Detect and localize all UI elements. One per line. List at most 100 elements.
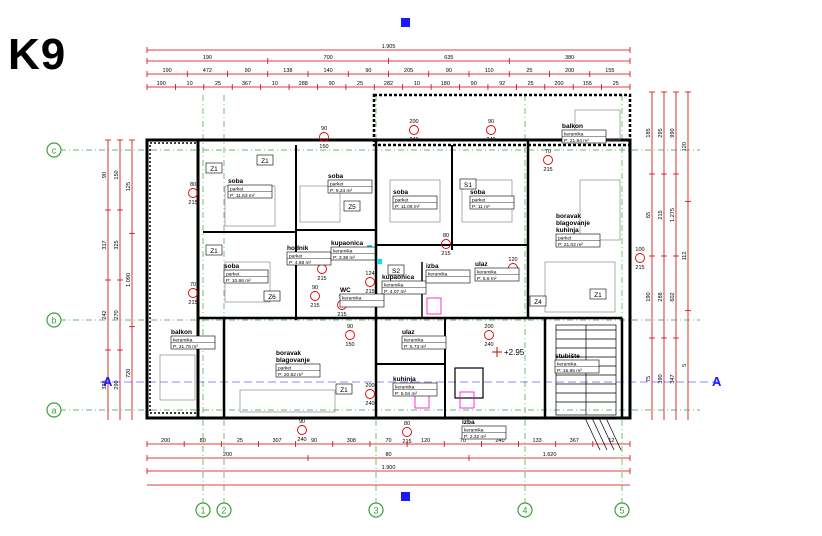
room-finish: keramika — [564, 131, 584, 137]
dimension-label: 242 — [102, 310, 108, 319]
dimension-label: 390 — [658, 374, 664, 383]
dimension-label: 288 — [299, 81, 308, 87]
zone-label: Z5 — [348, 204, 356, 211]
dimension-label: 10 — [414, 81, 420, 87]
zone-label: S2 — [392, 268, 400, 275]
dimension-label: 180 — [441, 81, 450, 87]
dimension-label: 155 — [583, 81, 592, 87]
dimension-label: 140 — [324, 68, 333, 74]
dimension-label: 190 — [646, 292, 652, 301]
dimension-label: 1.275 — [670, 208, 676, 222]
level-marker: +2.95 — [492, 347, 525, 357]
dimension-label: 90 — [311, 438, 317, 444]
door-height: 215 — [188, 200, 197, 206]
axis-label: 2 — [221, 506, 226, 516]
door-width: 124 — [365, 271, 374, 277]
door-height: 240 — [486, 137, 495, 143]
dimension-label: 325 — [114, 240, 120, 249]
dimension-label: 133 — [533, 438, 542, 444]
room-area: P: 10.86 m² — [226, 278, 251, 284]
dimension-label: 602 — [670, 292, 676, 301]
dimension-label: 90 — [102, 172, 108, 178]
walls — [145, 93, 632, 420]
door-height: 215 — [635, 265, 644, 271]
dimension-label: 92 — [499, 81, 505, 87]
room-area: P: 9.24 m² — [330, 188, 353, 194]
zone-tag — [335, 383, 353, 395]
door-height: 150 — [345, 342, 354, 348]
axis-bubble — [46, 142, 62, 158]
door-width: 200 — [365, 383, 374, 389]
room-finish: keramika — [557, 361, 577, 367]
room-area: P: 5.6 m² — [477, 276, 497, 282]
door-width: 90 — [488, 119, 494, 125]
room-name: kuhinja — [393, 376, 416, 383]
dimension-label: 205 — [404, 68, 413, 74]
dimension-label: 90 — [365, 68, 371, 74]
door-height: 215 — [402, 439, 411, 445]
dimension-label: 240 — [495, 438, 504, 444]
room-finish: parket — [330, 181, 344, 187]
door-height: 215 — [317, 276, 326, 282]
room-name: soba — [393, 189, 409, 196]
dimension-label: 190 — [163, 68, 172, 74]
dimension-label: 472 — [203, 68, 212, 74]
axis-label: 3 — [373, 506, 378, 516]
door-height: 240 — [484, 342, 493, 348]
dimension-label: 1.620 — [543, 452, 557, 458]
door-width: 90 — [299, 419, 305, 425]
axis-label: c — [52, 146, 57, 156]
axis-label: 5 — [619, 506, 624, 516]
zone-tag — [589, 288, 607, 300]
dimension-label: 70 — [385, 438, 391, 444]
dimension-label: 65 — [646, 212, 652, 218]
room-finish: parket — [472, 197, 486, 203]
dimension-label: 25 — [357, 81, 363, 87]
room-area: P: 11.06 m² — [395, 204, 420, 210]
room-name: izba — [426, 263, 439, 270]
door-height: 240 — [365, 401, 374, 407]
dimension-label: 90 — [446, 68, 452, 74]
dimension-label: 282 — [384, 81, 393, 87]
dimension-label: 308 — [347, 438, 356, 444]
dimension-label: 12 — [608, 438, 614, 444]
dimension-label: 25 — [526, 68, 532, 74]
axis-bubble — [46, 312, 62, 328]
dimension-label: 215 — [658, 210, 664, 219]
dimension-label: 200 — [161, 438, 170, 444]
room-area: P: 2.32 m² — [464, 434, 487, 440]
zone-label: Z1 — [340, 387, 348, 394]
room-name: ulaz — [475, 261, 488, 268]
zone-label: S1 — [464, 182, 472, 189]
room-finish: parket — [226, 271, 240, 277]
room-name: kupaonica — [331, 240, 364, 247]
room-finish: keramika — [173, 337, 193, 343]
room-area: P: 20.82 m² — [278, 372, 303, 378]
dimension-label: 367 — [242, 81, 251, 87]
room-name: blagovanje — [276, 357, 310, 364]
dimension-label: 635 — [444, 55, 453, 61]
dimension-label: 5 — [682, 364, 688, 367]
dimension-label: 155 — [605, 68, 614, 74]
zone-tag — [263, 290, 281, 302]
axis-label: a — [51, 406, 56, 416]
dimension-label: 190 — [157, 81, 166, 87]
dimension-label: 90 — [471, 81, 477, 87]
section-marker-left: A — [103, 374, 113, 389]
dimension-label: 307 — [272, 438, 281, 444]
